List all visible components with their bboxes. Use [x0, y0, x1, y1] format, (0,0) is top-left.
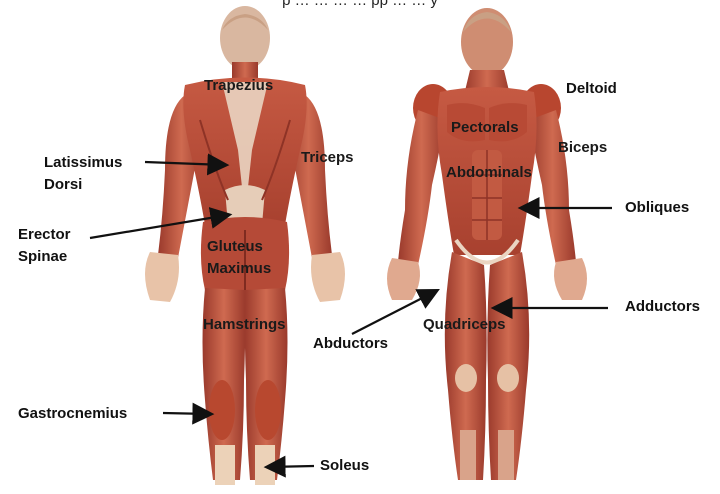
- back-right-hand: [311, 252, 345, 302]
- label-abductors: Abductors: [313, 334, 388, 354]
- label-quadriceps: Quadriceps: [423, 315, 506, 335]
- label-erector-line1: Erector: [18, 224, 71, 246]
- front-muscle-figure-icon: [387, 8, 587, 480]
- arrow-gastrocnemius: [163, 413, 210, 414]
- label-pectorals: Pectorals: [451, 118, 519, 138]
- label-adductors: Adductors: [625, 297, 700, 317]
- label-gluteus-maximus: Gluteus Maximus: [207, 236, 271, 280]
- arrow-soleus: [268, 466, 314, 467]
- front-right-hand: [554, 258, 587, 300]
- front-left-hand: [387, 258, 420, 300]
- label-triceps: Triceps: [301, 148, 354, 168]
- label-latissimus-line1: Latissimus: [44, 152, 122, 174]
- label-deltoid: Deltoid: [566, 79, 617, 99]
- label-latissimus-dorsi: Latissimus Dorsi: [44, 152, 122, 196]
- label-hamstrings: Hamstrings: [203, 315, 286, 335]
- label-soleus: Soleus: [320, 456, 369, 476]
- label-obliques: Obliques: [625, 198, 689, 218]
- back-left-hand: [145, 252, 179, 302]
- label-latissimus-line2: Dorsi: [44, 174, 122, 196]
- label-trapezius: Trapezius: [204, 76, 273, 96]
- label-erector-spinae: Erector Spinae: [18, 224, 71, 268]
- label-abdominals: Abdominals: [446, 163, 532, 183]
- label-gluteus-line2: Maximus: [207, 258, 271, 280]
- label-erector-line2: Spinae: [18, 246, 71, 268]
- label-gastrocnemius: Gastrocnemius: [18, 404, 127, 424]
- label-gluteus-line1: Gluteus: [207, 236, 271, 258]
- cropped-caption: p … … … … pp … … y: [0, 0, 720, 9]
- label-biceps: Biceps: [558, 138, 607, 158]
